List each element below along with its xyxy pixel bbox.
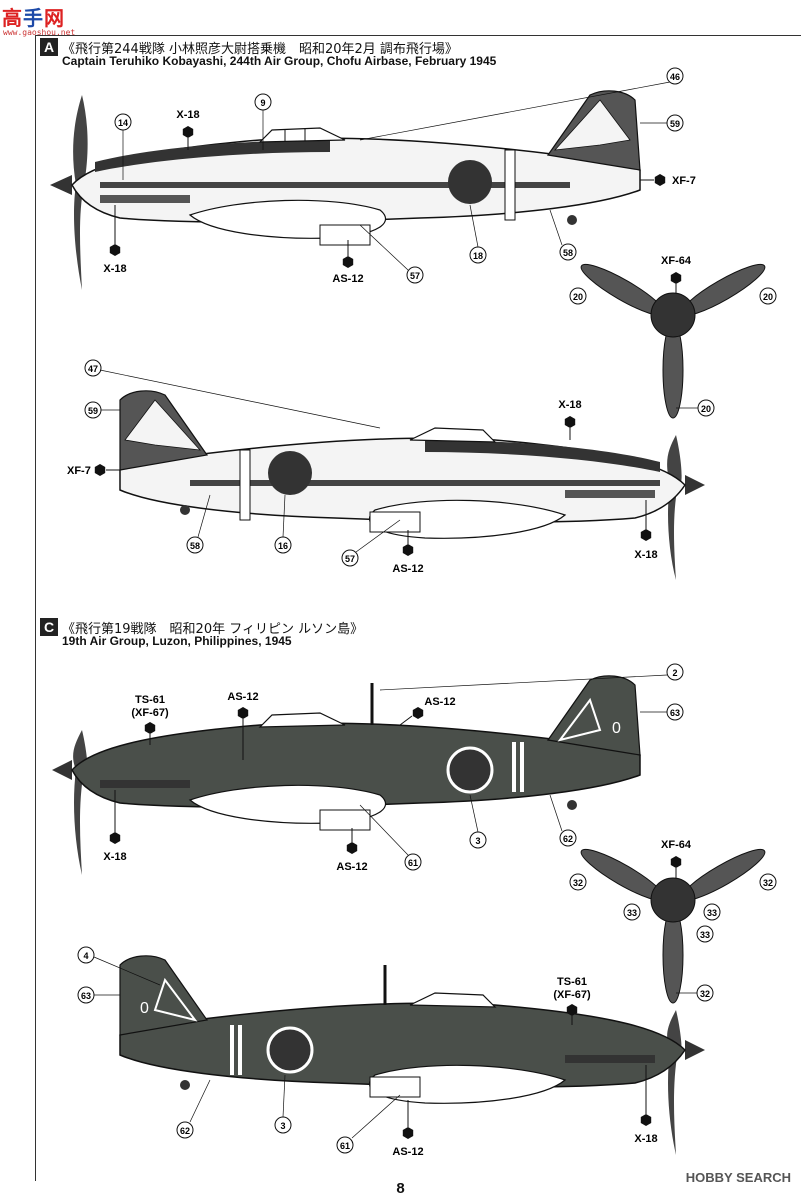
callout-63-b: 63: [81, 991, 91, 1001]
label-xf7-a1: XF-7: [672, 175, 696, 187]
callout-33-c: 33: [700, 930, 710, 940]
callout-33-b: 33: [707, 908, 717, 918]
section-c-title-en: 19th Air Group, Luzon, Philippines, 1945: [62, 634, 292, 648]
label-xf67-c2: (XF-67): [553, 989, 591, 1001]
callout-3-b: 3: [280, 1121, 285, 1131]
callout-3-a: 3: [475, 836, 480, 846]
label-xf7-a2: XF-7: [67, 465, 91, 477]
callout-18: 18: [473, 251, 483, 261]
callout-46: 46: [670, 72, 680, 82]
tail-code-c-upper: 0: [612, 720, 621, 737]
aircraft-c-right-view: 0: [119, 955, 705, 1155]
label-xf67-c1: (XF-67): [131, 707, 169, 719]
callouts-c-lower: 4 63 TS-61 (XF-67) 62 3 61 AS-12 X-18: [77, 946, 658, 1158]
callouts-a-upper: 46 59 9 14 X-18 XF-7 X-18 AS-12 57 18 58…: [103, 67, 777, 417]
credit-logo: HOBBY SEARCH: [685, 1170, 791, 1185]
page-number: 8: [396, 1180, 405, 1197]
callout-62-b: 62: [180, 1126, 190, 1136]
callout-14: 14: [118, 118, 128, 128]
callout-32-c: 32: [700, 989, 710, 999]
callout-63-a: 63: [670, 708, 680, 718]
callout-4: 4: [83, 951, 88, 961]
watermark-logo: 高手网: [2, 8, 65, 30]
label-x18-c1: X-18: [103, 851, 126, 863]
section-a-letter: A: [40, 38, 58, 56]
callout-20-a1: 20: [573, 292, 583, 302]
section-c-title-jp: 《飛行第19戦隊 昭和20年 フィリピン ルソン島》: [62, 622, 364, 637]
callout-32-b: 32: [763, 878, 773, 888]
callout-33-a: 33: [627, 908, 637, 918]
callout-59: 59: [670, 119, 680, 129]
label-x18-a2: X-18: [103, 263, 126, 275]
callout-57-a: 57: [410, 271, 420, 281]
label-xf64-c: XF-64: [661, 839, 692, 851]
label-x18-a4: X-18: [634, 549, 657, 561]
callout-59-b: 59: [88, 406, 98, 416]
page-frame: [35, 35, 801, 1181]
section-c-letter: C: [40, 618, 58, 636]
aircraft-a-right-view: [119, 390, 705, 580]
propeller-a-front: [580, 263, 766, 419]
aircraft-a-left-view: [50, 90, 641, 290]
tail-code-c-lower: 0: [140, 1000, 149, 1017]
callout-20-a2: 20: [763, 292, 773, 302]
callout-32-a: 32: [573, 878, 583, 888]
section-a-title-en: Captain Teruhiko Kobayashi, 244th Air Gr…: [62, 54, 497, 68]
label-as12-a1: AS-12: [332, 273, 363, 285]
label-x18-a1: X-18: [176, 109, 199, 121]
aircraft-c-left-view: 0: [52, 675, 641, 875]
propeller-c-front: [580, 848, 766, 1004]
callouts-c-upper: 2 63 TS-61 (XF-67) AS-12 AS-12 X-18 AS-1…: [103, 663, 777, 1002]
callout-47: 47: [88, 364, 98, 374]
label-x18-a3: X-18: [558, 399, 581, 411]
callout-61-a: 61: [408, 858, 418, 868]
label-ts61-c1: TS-61: [135, 694, 165, 706]
label-as12-c2: AS-12: [424, 696, 455, 708]
callouts-a-lower: 47 59 X-18 XF-7 58 16 57 AS-12 X-18: [67, 359, 658, 575]
label-as12-c3: AS-12: [336, 861, 367, 873]
label-as12-c1: AS-12: [227, 691, 258, 703]
label-ts61-c2: TS-61: [557, 976, 587, 988]
callout-20-a3: 20: [701, 404, 711, 414]
callout-61-b: 61: [340, 1141, 350, 1151]
callout-9: 9: [260, 98, 265, 108]
label-as12-a2: AS-12: [392, 563, 423, 575]
callout-2: 2: [672, 668, 677, 678]
label-x18-c2: X-18: [634, 1133, 657, 1145]
watermark-url: www.gaoshou.net: [3, 28, 76, 37]
callout-62-a: 62: [563, 834, 573, 844]
callout-58-b: 58: [190, 541, 200, 551]
label-xf64-a: XF-64: [661, 255, 692, 267]
label-as12-c4: AS-12: [392, 1146, 423, 1158]
callout-58-a: 58: [563, 248, 573, 258]
callout-16: 16: [278, 541, 288, 551]
section-a-title-jp: 《飛行第244戦隊 小林照彦大尉搭乗機 昭和20年2月 調布飛行場》: [62, 42, 458, 57]
callout-57-b: 57: [345, 554, 355, 564]
